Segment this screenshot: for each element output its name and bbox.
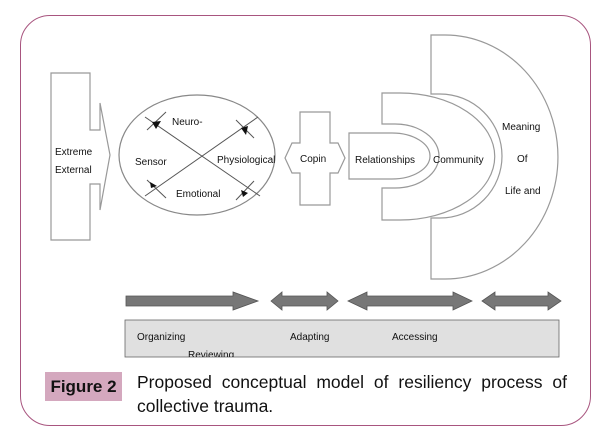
double-arrow <box>481 291 562 311</box>
double-arrow <box>347 291 473 311</box>
reviewing-label: Reviewing <box>188 350 234 361</box>
cross-line <box>144 116 259 197</box>
coping-shape <box>284 111 346 206</box>
life-and-label: Life and <box>505 186 541 197</box>
relationships-label: Relationships <box>355 155 415 166</box>
double-arrow <box>270 291 339 311</box>
accessing-label: Accessing <box>392 332 438 343</box>
extreme-external-shape <box>50 72 111 241</box>
extreme-label: Extreme <box>55 147 93 158</box>
cross-line <box>144 116 261 197</box>
relationships-shape <box>348 132 431 180</box>
arrowhead-icon <box>152 121 161 129</box>
coping-label: Copin <box>300 154 326 165</box>
figure-caption: Proposed conceptual model of resiliency … <box>137 372 567 416</box>
tick-line <box>235 180 255 201</box>
organizing-label: Organizing <box>137 332 185 343</box>
adapting-label: Adapting <box>290 332 329 343</box>
tick-line <box>146 111 167 131</box>
stage-box <box>124 319 560 358</box>
of-label: Of <box>517 154 528 165</box>
physiological-label: Physiological <box>217 155 275 166</box>
neuro-label: Neuro- <box>172 117 203 128</box>
figure-label: Figure 2 <box>45 372 122 401</box>
right-arrow <box>125 291 260 311</box>
figure-frame <box>20 15 591 426</box>
arrowhead-icon <box>241 126 248 135</box>
sensor-label: Sensor <box>135 157 167 168</box>
arrowhead-icon <box>241 190 248 197</box>
external-label: External <box>55 165 92 176</box>
community-label: Community <box>433 155 484 166</box>
meaning-shape <box>430 34 559 280</box>
arrowhead-icon <box>150 182 157 188</box>
community-shape <box>381 92 496 221</box>
emotional-label: Emotional <box>176 189 220 200</box>
meaning-label: Meaning <box>502 122 540 133</box>
